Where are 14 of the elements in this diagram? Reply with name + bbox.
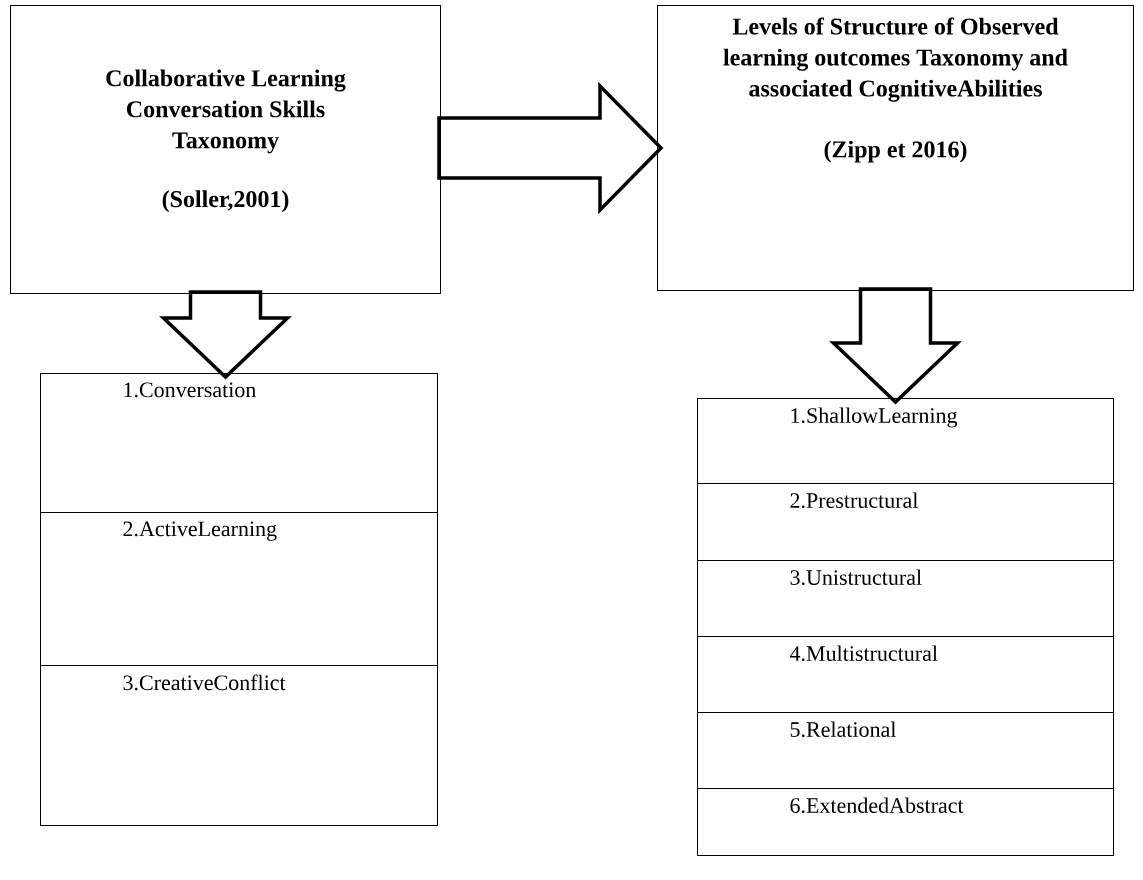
table-cell: 4.Multistructural [697,636,1114,713]
table-cell: 1.Conversation [40,373,438,513]
table-cell: 3.Unistructural [697,560,1114,637]
block-arrow [159,290,292,380]
block-arrow [829,287,962,405]
table-cell: 2.ActiveLearning [40,512,438,666]
table-cell: 3.CreativeConflict [40,665,438,826]
block-arrow [437,81,664,215]
table-cell: 6.ExtendedAbstract [697,788,1114,856]
title-box: Levels of Structure of Observed learning outcomes Taxonomy and associated CognitiveAbilities (Zipp et 2016) [657,5,1134,291]
table-cell: 1.ShallowLearning [697,398,1114,484]
table-cell: 5.Relational [697,712,1114,789]
table-cell: 2.Prestructural [697,483,1114,561]
title-box: Collaborative Learning Conversation Skills Taxonomy (Soller,2001) [10,5,441,294]
